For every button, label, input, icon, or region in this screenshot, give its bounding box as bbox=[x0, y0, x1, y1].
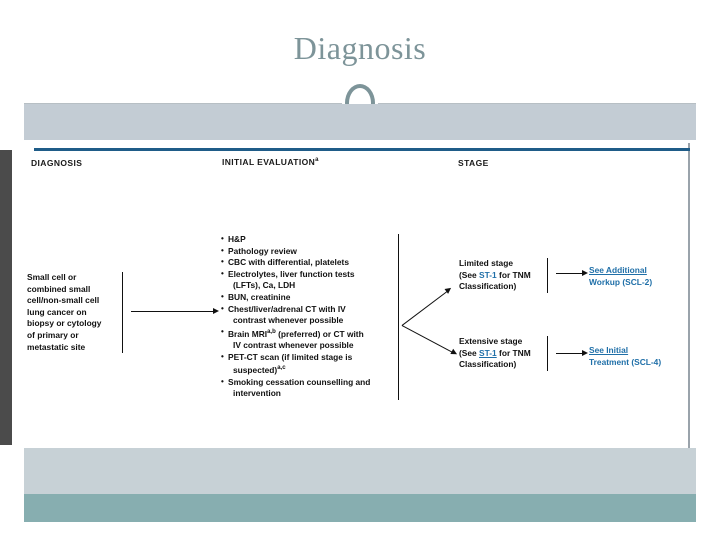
link-see-additional-workup-line2[interactable]: Workup (SCL-2) bbox=[589, 276, 653, 287]
evaluation-bullet-superscript: a,b bbox=[267, 328, 276, 335]
node-extensive-stage-line3: Classification) bbox=[459, 359, 517, 370]
arrowhead-diagnosis-to-evaluation-icon bbox=[213, 308, 219, 314]
arrowhead-limited-to-workup-icon bbox=[582, 270, 588, 276]
column-header-initial-evaluation-superscript: a bbox=[315, 157, 319, 164]
node-diagnosis-line: metastatic site bbox=[27, 341, 86, 352]
evaluation-bullet-continuation: suspected)a,c bbox=[221, 363, 394, 376]
column-header-stage-label: STAGE bbox=[458, 158, 489, 168]
evaluation-bullet-text-after: (preferred) or CT with bbox=[275, 328, 364, 339]
column-header-diagnosis: DIAGNOSIS bbox=[31, 158, 82, 168]
evaluation-bullet: PET-CT scan (if limited stage is bbox=[221, 351, 394, 364]
evaluation-bullet-continuation: (LFTs), Ca, LDH bbox=[233, 280, 296, 291]
link-see-initial-treatment-line1[interactable]: See Initial bbox=[589, 345, 629, 355]
link-see-additional-workup-line1[interactable]: See Additional bbox=[589, 265, 647, 275]
node-limited-stage-line1: Limited stage bbox=[459, 258, 513, 268]
node-diagnosis-line: Small cell or bbox=[27, 272, 77, 282]
column-header-diagnosis-label: DIAGNOSIS bbox=[31, 158, 83, 168]
connector-extensive-to-treatment bbox=[556, 353, 584, 355]
node-diagnosis-line: cell/non-small cell bbox=[27, 295, 100, 306]
node-extensive-stage: Extensive stage (See ST-1 for TNM Classi… bbox=[459, 336, 548, 371]
evaluation-bullet: CBC with differential, platelets bbox=[221, 256, 394, 269]
evaluation-bullet: Smoking cessation counselling and bbox=[221, 376, 394, 389]
link-st-1-extensive[interactable]: ST-1 bbox=[479, 347, 497, 358]
node-limited-stage-line3: Classification) bbox=[459, 281, 517, 292]
node-diagnosis-line: combined small bbox=[27, 283, 91, 294]
link-st-1-limited[interactable]: ST-1 bbox=[479, 269, 497, 280]
node-limited-stage-line2-post: for TNM bbox=[496, 269, 531, 280]
evaluation-bullet-continuation: intervention bbox=[233, 388, 281, 399]
node-initial-evaluation: H&P Pathology review CBC with differenti… bbox=[221, 233, 399, 400]
link-see-additional-workup[interactable]: See Additional Workup (SCL-2) bbox=[589, 265, 685, 288]
column-header-stage: STAGE bbox=[458, 158, 489, 168]
title-zone: Diagnosis bbox=[0, 0, 720, 100]
evaluation-bullet: BUN, creatinine bbox=[221, 291, 394, 304]
node-extensive-stage-line1: Extensive stage bbox=[459, 336, 523, 346]
node-extensive-stage-line2: (See ST-1 for TNM bbox=[459, 348, 541, 360]
evaluation-bullet-continuation-superscript: a,c bbox=[277, 365, 286, 372]
evaluation-bullet: Pathology review bbox=[221, 245, 394, 258]
link-see-initial-treatment[interactable]: See Initial Treatment (SCL-4) bbox=[589, 345, 685, 368]
page-title: Diagnosis bbox=[293, 30, 427, 66]
evaluation-bullet-continuation-text: suspected) bbox=[233, 365, 278, 376]
evaluation-bullet: Chest/liver/adrenal CT with IV bbox=[221, 303, 394, 316]
evaluation-bullet: Electrolytes, liver function tests bbox=[221, 268, 394, 281]
column-header-initial-evaluation: INITIAL EVALUATIONa bbox=[222, 157, 319, 167]
connector-limited-to-workup bbox=[556, 273, 584, 275]
node-extensive-stage-line2-pre: (See bbox=[459, 347, 480, 358]
evaluation-bullet-continuation: contrast whenever possible bbox=[233, 315, 344, 326]
evaluation-bullet-text: Brain MRI bbox=[228, 328, 268, 339]
node-limited-stage: Limited stage (See ST-1 for TNM Classifi… bbox=[459, 258, 548, 293]
node-extensive-stage-line2-post: for TNM bbox=[496, 347, 531, 358]
node-limited-stage-line2: (See ST-1 for TNM bbox=[459, 270, 541, 282]
band-mid bbox=[24, 448, 696, 494]
link-see-initial-treatment-line2[interactable]: Treatment (SCL-4) bbox=[589, 356, 662, 367]
node-diagnosis: Small cell or combined small cell/non-sm… bbox=[27, 272, 123, 354]
evaluation-bullet: H&P bbox=[221, 233, 394, 246]
header-rule bbox=[34, 148, 690, 151]
evaluation-bullet-continuation: IV contrast whenever possible bbox=[233, 340, 354, 351]
arrowhead-extensive-to-treatment-icon bbox=[582, 350, 588, 356]
column-header-initial-evaluation-label: INITIAL EVALUATION bbox=[222, 157, 316, 167]
node-diagnosis-line: biopsy or cytology bbox=[27, 318, 102, 329]
node-limited-stage-line2-pre: (See bbox=[459, 269, 480, 280]
connector-diagnosis-to-evaluation bbox=[131, 311, 215, 313]
band-bottom bbox=[24, 494, 696, 522]
band-top bbox=[24, 104, 696, 140]
node-diagnosis-line: lung cancer on bbox=[27, 306, 87, 317]
node-diagnosis-line: of primary or bbox=[27, 329, 79, 340]
evaluation-bullet: Brain MRIa,b (preferred) or CT with bbox=[221, 326, 394, 340]
left-edge-bar bbox=[0, 150, 12, 445]
